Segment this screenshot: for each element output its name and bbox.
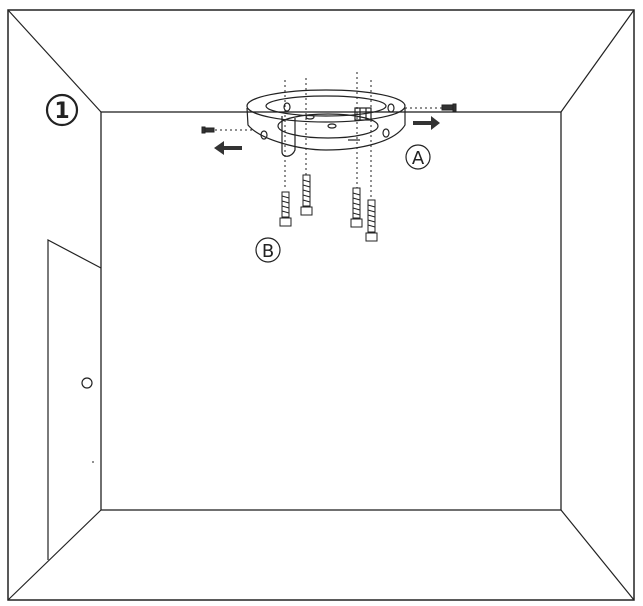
- door-knob: [81, 377, 93, 389]
- arrow-left: [214, 141, 242, 155]
- back-wall: [100, 111, 562, 511]
- callout-b: B: [255, 237, 281, 263]
- step-badge: 1: [45, 93, 79, 127]
- step-number: 1: [54, 99, 69, 124]
- screw-1: [279, 191, 292, 227]
- arrow-right: [413, 116, 440, 130]
- side-screw-left: [201, 126, 215, 134]
- callout-a: A: [405, 144, 431, 170]
- edge-top-left: [7, 9, 102, 113]
- mounting-bracket: [246, 89, 406, 157]
- screw-2: [300, 174, 313, 216]
- callout-b-letter: B: [262, 241, 274, 262]
- door: [47, 239, 102, 560]
- side-screw-right: [441, 103, 457, 112]
- screw-3: [350, 187, 363, 228]
- anchor-screws: [279, 174, 378, 242]
- callout-a-letter: A: [412, 148, 425, 169]
- guide-lines: [215, 72, 442, 200]
- edge-bottom-left: [7, 509, 102, 601]
- screw-4: [365, 199, 378, 242]
- edge-top-right: [560, 9, 635, 113]
- edge-bottom-right: [560, 509, 635, 601]
- outer-frame: [7, 9, 635, 601]
